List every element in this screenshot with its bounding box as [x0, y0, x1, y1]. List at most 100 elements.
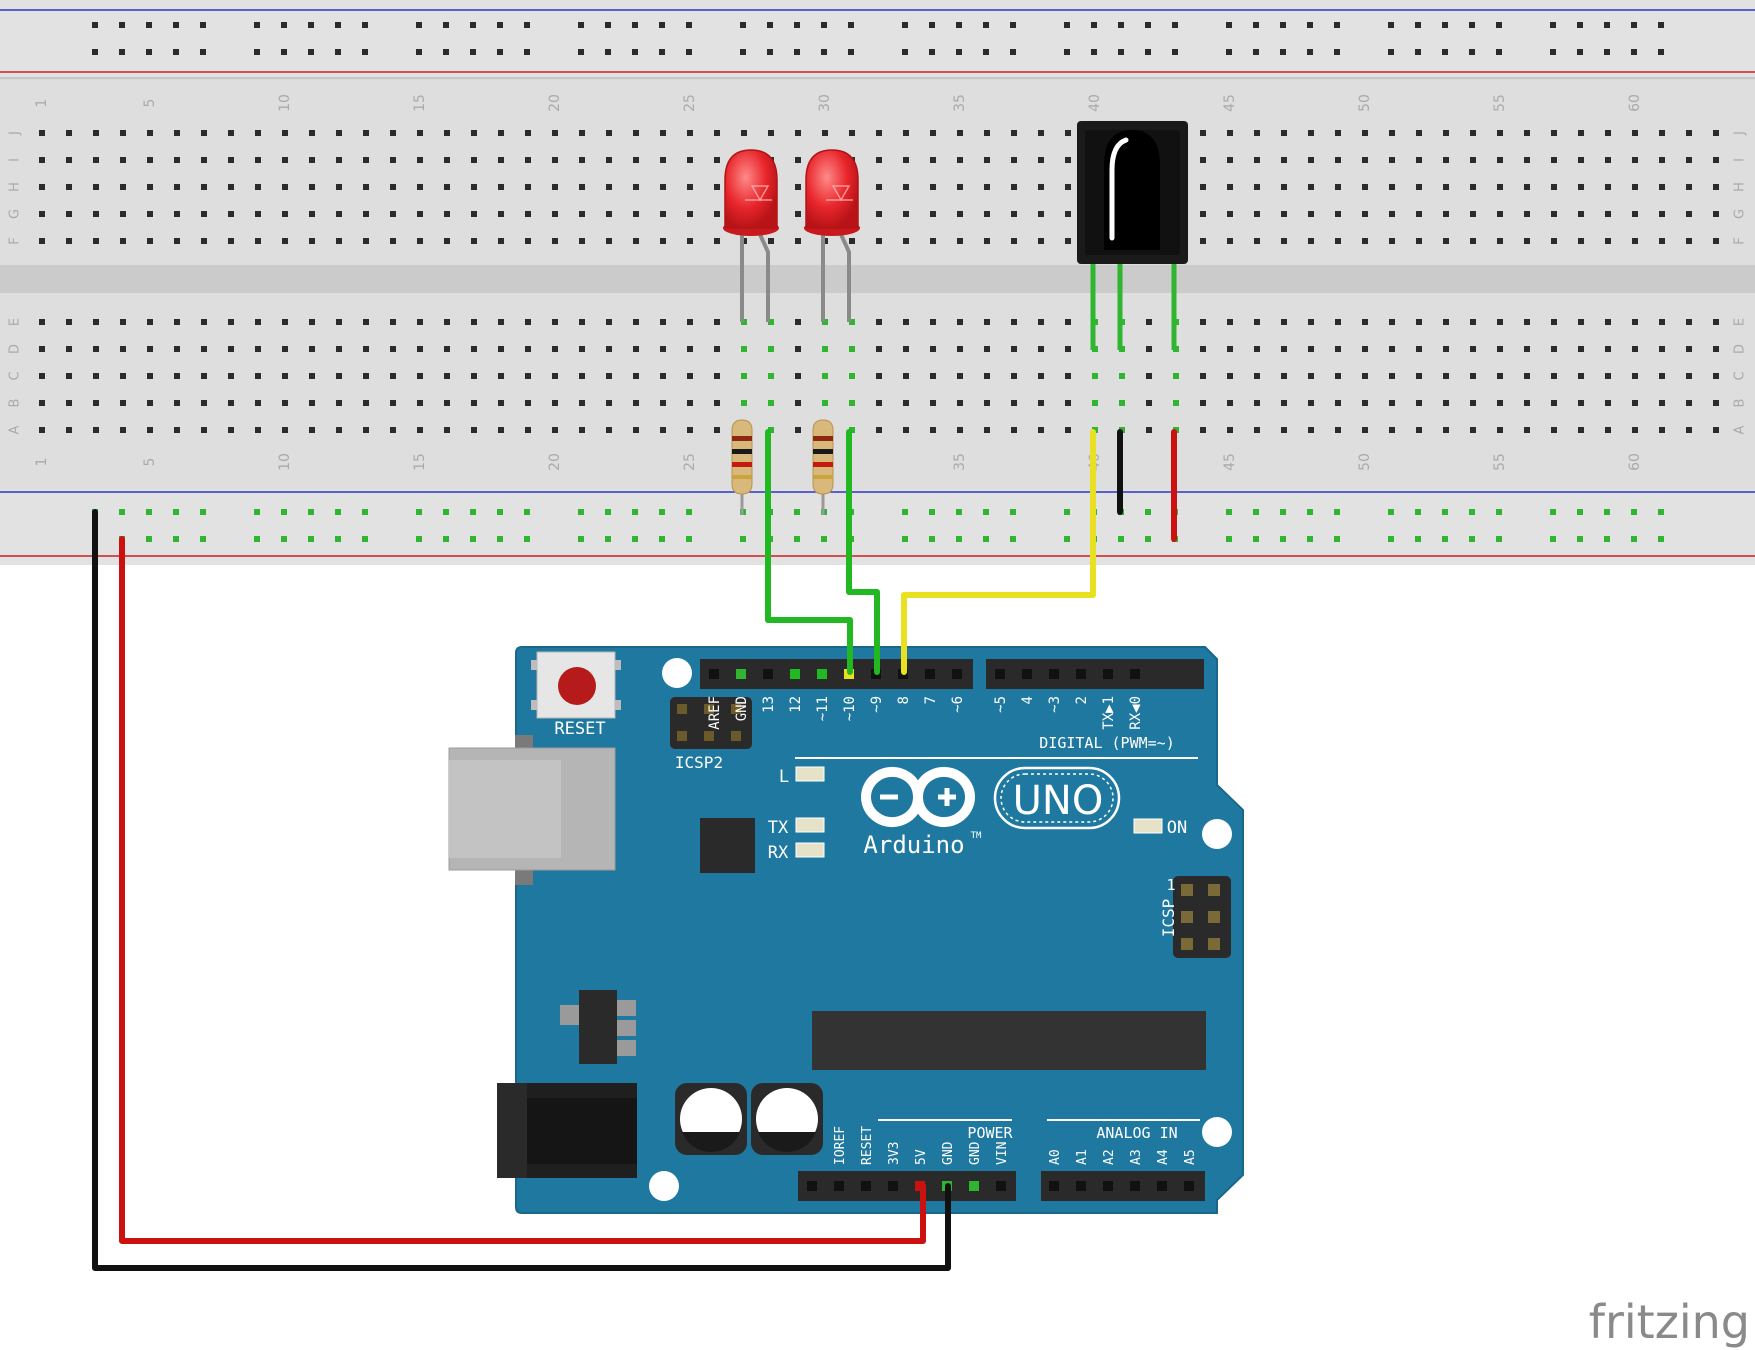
power-pin-hole[interactable]	[996, 1181, 1006, 1191]
breadboard-hole	[1713, 373, 1719, 379]
digital-pin-hole[interactable]	[995, 669, 1005, 679]
breadboard-hole	[876, 400, 882, 406]
breadboard-hole	[363, 184, 369, 190]
digital-pin-hole[interactable]	[763, 669, 773, 679]
breadboard-hole	[147, 400, 153, 406]
wire-yellow-pin10[interactable]	[901, 429, 1096, 675]
breadboard-hole	[120, 319, 126, 325]
breadboard-hole	[1551, 238, 1557, 244]
digital-pin-label: 8	[896, 696, 912, 704]
rail-hole	[1496, 49, 1502, 55]
power-pin-hole[interactable]	[834, 1181, 844, 1191]
digital-pin-hole[interactable]	[709, 669, 719, 679]
digital-pin-hole[interactable]	[736, 669, 746, 679]
wire-black-gnd[interactable]	[92, 509, 951, 1271]
breadboard-hole	[633, 373, 639, 379]
digital-pin-hole[interactable]	[1022, 669, 1032, 679]
breadboard-hole	[1011, 211, 1017, 217]
wire-red-5v[interactable]	[119, 536, 926, 1244]
ir-receiver[interactable]	[1077, 121, 1188, 264]
breadboard-hole	[1065, 238, 1071, 244]
breadboard-hole	[1470, 427, 1476, 433]
breadboard-hole	[1227, 211, 1233, 217]
rail-hole	[281, 509, 287, 515]
breadboard-hole	[1686, 184, 1692, 190]
breadboard-hole	[984, 238, 990, 244]
breadboard-hole	[1254, 130, 1260, 136]
rail-hole	[1091, 49, 1097, 55]
breadboard-hole	[1524, 238, 1530, 244]
analog-pin-hole[interactable]	[1157, 1181, 1167, 1191]
breadboard-hole	[471, 157, 477, 163]
digital-pin-hole[interactable]	[1130, 669, 1140, 679]
digital-pin-hole[interactable]	[1076, 669, 1086, 679]
reset-button[interactable]	[531, 651, 621, 719]
breadboard-hole	[687, 400, 693, 406]
breadboard-hole	[282, 130, 288, 136]
breadboard-hole	[498, 427, 504, 433]
breadboard-hole	[903, 211, 909, 217]
rail-hole	[821, 49, 827, 55]
rail-hole	[1631, 22, 1637, 28]
red-led[interactable]	[804, 149, 860, 236]
breadboard-hole	[363, 238, 369, 244]
breadboard-hole	[471, 184, 477, 190]
breadboard-hole	[876, 130, 882, 136]
wire-green-pin12[interactable]	[765, 429, 853, 675]
analog-pin-hole[interactable]	[1103, 1181, 1113, 1191]
rail-hole	[1253, 536, 1259, 542]
rail-hole	[119, 22, 125, 28]
power-pin-hole[interactable]	[861, 1181, 871, 1191]
breadboard-hole	[1497, 427, 1503, 433]
analog-pin-hole[interactable]	[1049, 1181, 1059, 1191]
digital-pin-hole[interactable]	[925, 669, 935, 679]
power-pin-hole[interactable]	[888, 1181, 898, 1191]
mounting-hole	[1202, 1117, 1232, 1147]
breadboard-hole	[1524, 400, 1530, 406]
breadboard-hole	[1362, 319, 1368, 325]
digital-pin-hole[interactable]	[817, 669, 827, 679]
digital-pin-hole[interactable]	[1049, 669, 1059, 679]
resistor[interactable]	[812, 419, 834, 515]
breadboard-hole	[120, 130, 126, 136]
breadboard-hole	[282, 319, 288, 325]
breadboard-hole	[1389, 427, 1395, 433]
rail-hole	[1550, 536, 1556, 542]
breadboard-hole	[1659, 211, 1665, 217]
power-pin-hole[interactable]	[969, 1181, 979, 1191]
breadboard-hole	[66, 373, 72, 379]
analog-header-label: ANALOG IN	[1096, 1124, 1177, 1142]
analog-pin-hole[interactable]	[1130, 1181, 1140, 1191]
breadboard-hole	[1362, 400, 1368, 406]
breadboard-hole	[66, 400, 72, 406]
rail-hole	[1091, 22, 1097, 28]
column-number: 15	[412, 94, 428, 112]
breadboard-hole	[1254, 319, 1260, 325]
digital-pin-hole[interactable]	[1103, 669, 1113, 679]
breadboard-hole	[1443, 157, 1449, 163]
rail-hole	[1442, 22, 1448, 28]
breadboard-hole	[39, 373, 45, 379]
analog-pin-hole[interactable]	[1076, 1181, 1086, 1191]
breadboard-hole	[1605, 400, 1611, 406]
digital-pin-hole[interactable]	[952, 669, 962, 679]
breadboard-hole	[93, 184, 99, 190]
column-number: 50	[1357, 94, 1373, 112]
breadboard-hole	[1227, 400, 1233, 406]
digital-pin-label: RX◀0	[1128, 696, 1144, 730]
rail-hole	[1388, 49, 1394, 55]
breadboard-hole	[579, 157, 585, 163]
breadboard-hole	[1686, 319, 1692, 325]
breadboard-hole	[525, 373, 531, 379]
resistor[interactable]	[731, 419, 753, 515]
breadboard-hole	[1281, 157, 1287, 163]
analog-pin-hole[interactable]	[1184, 1181, 1194, 1191]
breadboard-hole	[606, 319, 612, 325]
breadboard-hole	[1362, 427, 1368, 433]
breadboard-hole	[336, 400, 342, 406]
wire-green-pin11[interactable]	[846, 429, 880, 675]
breadboard-hole	[552, 400, 558, 406]
digital-pin-hole[interactable]	[790, 669, 800, 679]
red-led[interactable]	[723, 149, 779, 236]
breadboard-hole	[1335, 238, 1341, 244]
